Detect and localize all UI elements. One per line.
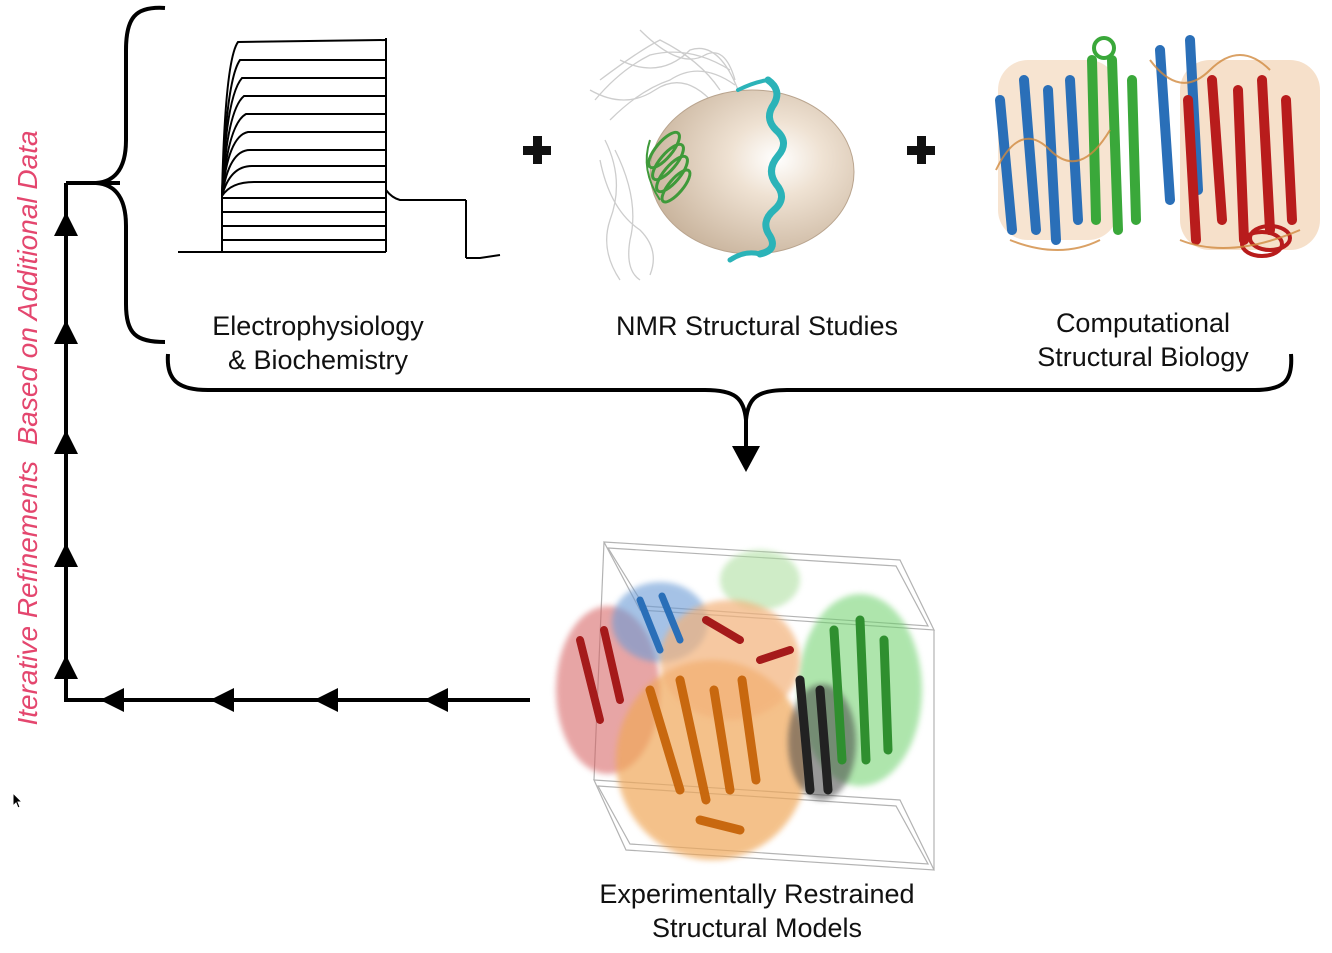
output-label: Experimentally Restrained Structural Mod…: [552, 877, 962, 945]
left-curly-brace: [95, 5, 166, 344]
left-arrowheads: [100, 688, 448, 712]
up-arrow-icon: [54, 430, 78, 454]
computational-label-line1: Computational: [1055, 308, 1231, 338]
electrophysiology-label-line2: & Biochemistry: [227, 345, 409, 375]
computational-label-line2: Structural Biology: [1037, 342, 1249, 372]
electrophysiology-traces: [178, 38, 501, 259]
output-label-line1: Experimentally Restrained: [599, 879, 915, 909]
plus-icon: [907, 136, 935, 164]
nmr-structure-image: [589, 29, 855, 281]
down-arrow-icon: [732, 446, 760, 472]
nmr-label: NMR Structural Studies: [584, 309, 930, 343]
feedback-loop: [64, 181, 530, 702]
left-arrow-icon: [314, 688, 338, 712]
up-arrow-icon: [54, 212, 78, 236]
output-label-line2: Structural Models: [651, 913, 863, 943]
up-arrow-icon: [54, 320, 78, 344]
electrophysiology-label: Electrophysiology & Biochemistry: [170, 309, 466, 377]
up-arrow-icon: [54, 655, 78, 679]
cursor-icon: [12, 792, 24, 809]
computational-structure-image: [995, 35, 1320, 258]
electrophysiology-label-line1: Electrophysiology: [212, 311, 424, 341]
nmr-label-line1: NMR Structural Studies: [615, 311, 899, 341]
left-arrow-icon: [424, 688, 448, 712]
left-arrow-icon: [100, 688, 124, 712]
computational-label: Computational Structural Biology: [1000, 306, 1286, 374]
up-arrowheads: [54, 212, 78, 679]
side-label-part1: Iterative Refinements: [12, 460, 43, 726]
side-label-text: Iterative Refinements Based on Additiona…: [12, 130, 44, 725]
left-arrow-icon: [210, 688, 234, 712]
plus-icon: [523, 136, 551, 164]
restrained-model-image: [556, 541, 935, 871]
side-label-part2: Based on Additional Data: [12, 130, 43, 446]
up-arrow-icon: [54, 543, 78, 567]
